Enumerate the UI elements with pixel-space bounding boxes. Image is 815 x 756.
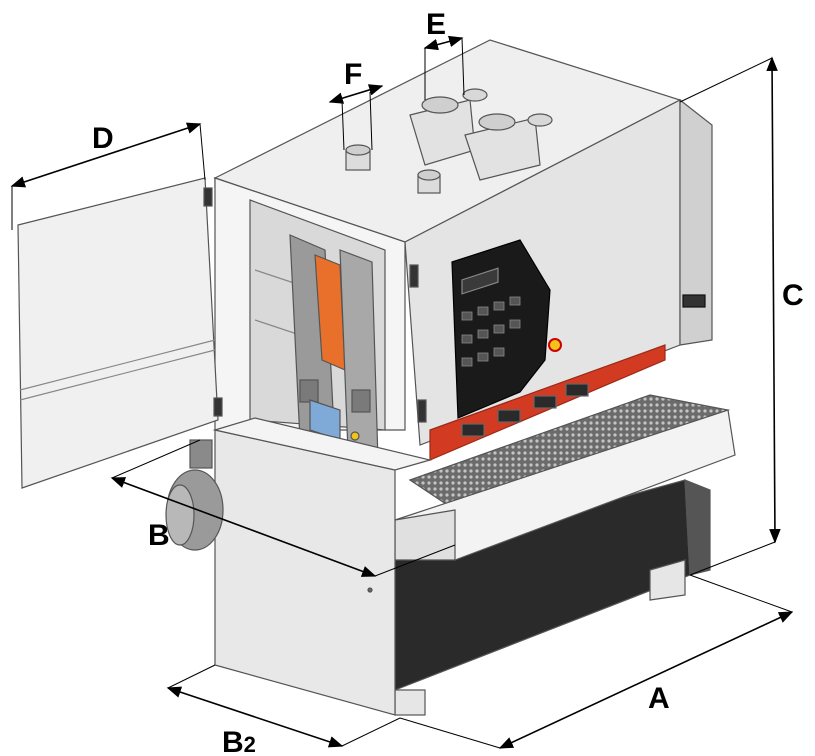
front-switches: [461, 383, 589, 437]
dimension-b2-label: B2: [222, 726, 256, 756]
dimension-c-label: C: [782, 279, 804, 312]
adjust-knob: [299, 379, 319, 403]
dimension-a-label: A: [648, 682, 670, 715]
dimension-d-line: [10, 122, 202, 188]
dimension-f-label: F: [344, 58, 362, 91]
dust-outlet-small: [417, 169, 441, 194]
control-buttons: [461, 296, 521, 367]
door-divider: [19, 349, 216, 401]
interior-rail: [254, 319, 301, 336]
cabinet-latch: [417, 399, 427, 423]
extension-line: [341, 99, 345, 151]
dust-outlet-large: [464, 113, 553, 181]
dimension-e-label: E: [426, 8, 446, 41]
extension-line: [461, 37, 465, 96]
dimension-b-label: B: [148, 519, 170, 552]
lower-cabinet: [214, 429, 396, 716]
dimension-c-line: [766, 56, 781, 544]
extension-line: [689, 541, 776, 576]
brand-plate: [682, 294, 706, 308]
dimension-b-line: [110, 477, 377, 577]
dimension-f-line: [328, 84, 384, 104]
dust-outlet-small: [345, 144, 371, 171]
extension-line: [369, 91, 373, 151]
door-hinge: [213, 397, 223, 417]
open-door: [17, 177, 219, 489]
panel-display: [461, 267, 499, 295]
extension-line: [689, 574, 793, 613]
lower-body-side: [684, 479, 711, 576]
dimension-e-line: [423, 35, 464, 51]
door-hinge: [203, 187, 213, 207]
adjust-knob: [351, 389, 371, 413]
cabinet-latch: [409, 264, 419, 288]
extension-line: [167, 664, 216, 689]
door-divider: [19, 339, 216, 391]
dimension-b2-subscript: 2: [244, 732, 256, 756]
extension-line: [374, 544, 456, 577]
dust-outlet-large: [409, 88, 488, 166]
extension-line: [399, 717, 501, 749]
dimension-lines: [10, 35, 794, 749]
dimension-a-line: [498, 611, 794, 749]
extension-line: [341, 717, 401, 747]
cabinet-screw: [367, 587, 373, 593]
yellow-indicator: [350, 431, 360, 441]
extension-line: [111, 439, 201, 479]
base-foot-front: [394, 689, 426, 716]
extension-line: [679, 57, 773, 103]
extension-line: [199, 123, 206, 181]
machine-right-side: [679, 98, 713, 346]
dimension-d-label: D: [92, 122, 114, 155]
base-foot-right: [649, 559, 686, 601]
dimension-b2-line: [166, 686, 344, 748]
machine: [17, 39, 736, 716]
lower-cabinet-top: [212, 417, 433, 471]
emergency-stop-icon: [548, 338, 562, 352]
